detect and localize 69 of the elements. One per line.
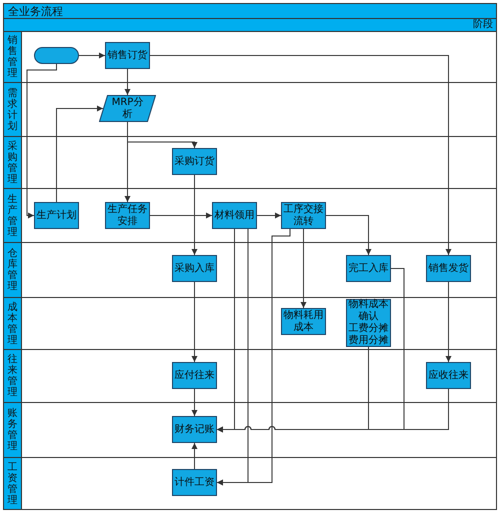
process-box [172,362,217,389]
swimlane [4,136,496,188]
node-text: 财务记账 [174,424,214,436]
node-text: 应收往来 [428,370,468,382]
node-text: 物料耗用成本 [282,310,324,334]
lane-label: 往来管理 [4,350,22,402]
process-box [105,42,150,69]
process-box [172,255,217,282]
node-text: 费用分摊 [348,335,388,347]
flow-arrow [56,106,104,202]
node-text: 采购入库 [174,262,214,274]
lane-label: 工资管理 [4,458,22,509]
process-box [172,416,217,443]
node-text: 材料领用 [214,210,254,222]
lane-label: 采购管理 [4,137,22,188]
swimlane [4,457,496,509]
lane-label: 生产管理 [4,189,22,242]
flow-arrow [124,68,130,96]
process-box [172,148,217,175]
node-text: 销售发货 [428,262,468,274]
swimlane [4,82,496,136]
flow-arrow [192,388,198,416]
diagram-title: 全业务流程 [8,6,63,16]
flow-arrow [150,55,452,256]
process-box [346,255,391,282]
node-text: 采购订货 [174,156,214,168]
node-text: 计件工资 [174,476,214,488]
flow-arrow [192,442,198,470]
flow-arrow [192,174,198,256]
node-text: 销售订货 [108,50,148,62]
node-text: 物料成本确认 [348,299,390,322]
node-text: 工费分摊 [348,323,388,334]
flow-arrow [256,212,282,218]
process-box [34,202,79,229]
swimlane [4,188,496,242]
lane-label: 账务管理 [4,403,22,457]
node-text: 应付往来 [174,370,214,382]
flow-arrow [216,228,290,486]
flow-arrow [326,215,372,256]
node-text: MRP分析 [110,96,144,120]
swimlane [4,242,496,297]
start-terminator [34,47,79,64]
swimlane [4,31,496,82]
flow-arrow [150,212,212,218]
node-text: 生产计划 [36,210,76,222]
process-box [426,362,471,389]
process-box [212,202,257,229]
node-text: 工序交接流转 [282,204,324,228]
lane-label: 需求计划 [4,83,22,136]
flow-arrow [300,228,306,308]
process-box [172,469,217,496]
flow-arrow [446,282,452,362]
swimlane [4,402,496,457]
flow-arrow [192,282,198,362]
process-box [346,299,391,347]
flow-arrow [78,52,106,58]
flow-arrow [216,268,404,432]
lane-label: 销售管理 [4,32,22,82]
node-text: 生产任务安排 [106,204,148,228]
phase-label: 阶段 [473,20,493,30]
lane-label: 仓库管理 [4,243,22,297]
flow-arrow [124,122,130,202]
lane-label: 成本管理 [4,298,22,349]
data-parallelogram [99,95,156,122]
node-text: 完工入库 [348,262,388,274]
swimlane [4,349,496,402]
process-box [426,255,471,282]
flow-arrow [26,64,57,218]
swimlane [4,297,496,349]
